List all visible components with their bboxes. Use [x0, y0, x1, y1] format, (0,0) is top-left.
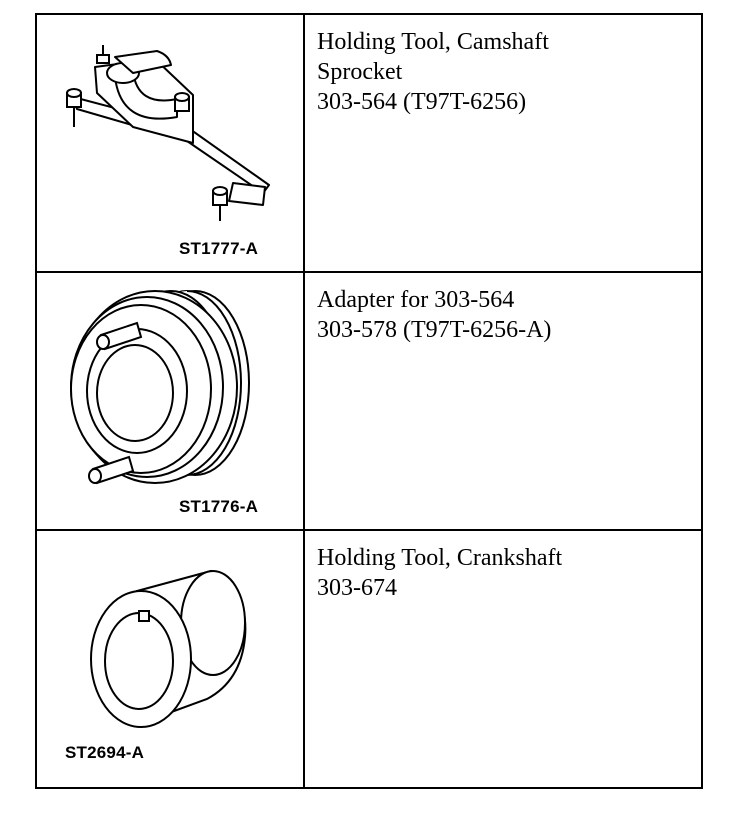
adapter-pulley-icon: [70, 290, 250, 485]
table-row: ST2694-A Holding Tool, Crankshaft 303-67…: [35, 529, 703, 789]
tool-name-line: Adapter for 303-564: [317, 287, 515, 313]
tool-description-cell: Holding Tool, Camshaft Sprocket 303-564 …: [303, 13, 703, 273]
tool-illustration-cell: ST2694-A: [35, 529, 305, 789]
tool-number-line: 303-578 (T97T-6256-A): [317, 317, 552, 343]
tool-number-line: 303-674: [317, 575, 397, 601]
tool-illustration-cell: ST1776-A: [35, 271, 305, 531]
tool-description-cell: Holding Tool, Crankshaft 303-674: [303, 529, 703, 789]
camshaft-holding-tool-icon: [66, 45, 270, 221]
tool-name-line: Holding Tool, Camshaft: [317, 29, 549, 55]
illustration-code: ST2694-A: [65, 743, 145, 762]
illustration-code: ST1777-A: [179, 239, 259, 258]
illustration-code: ST1776-A: [179, 497, 259, 516]
special-tools-table: ST1777-A Holding Tool, Camshaft Sprocket…: [35, 13, 703, 789]
tool-number-line: 303-564 (T97T-6256): [317, 89, 527, 115]
table-row: ST1777-A Holding Tool, Camshaft Sprocket…: [35, 13, 703, 273]
crankshaft-holding-tool-icon: [90, 569, 247, 728]
tool-description-cell: Adapter for 303-564 303-578 (T97T-6256-A…: [303, 271, 703, 531]
table-row: ST1776-A Adapter for 303-564 303-578 (T9…: [35, 271, 703, 531]
tool-illustration-cell: ST1777-A: [35, 13, 305, 273]
tool-name-line: Sprocket: [317, 59, 403, 85]
tool-name-line: Holding Tool, Crankshaft: [317, 545, 563, 571]
